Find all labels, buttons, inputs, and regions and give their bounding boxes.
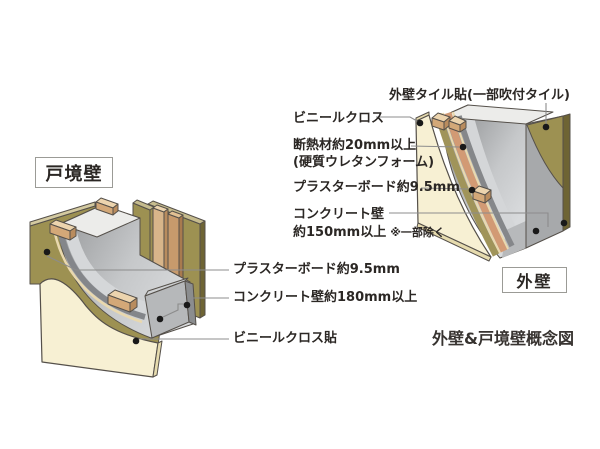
- leader-dots: [43, 119, 568, 345]
- exterior-wall-tag: 外壁: [502, 267, 567, 293]
- exterior-wood-block-middle: [472, 185, 492, 204]
- partition-wall-tag: 戸境壁: [35, 157, 113, 188]
- label-exterior-tile: 外壁タイル貼(一部吹付タイル): [389, 88, 570, 103]
- label-exterior-concrete-1: コンクリート壁: [293, 207, 385, 222]
- leader-lines: [46, 103, 549, 340]
- dot-exterior-plasterboard: [468, 186, 476, 194]
- leader-exterior-insulation: [410, 145, 460, 148]
- exterior-wall-illustration: [415, 104, 571, 262]
- dot-partition-concrete-a: [183, 301, 191, 309]
- partition-wall-tag-text: 戸境壁: [45, 163, 103, 185]
- partition-concrete-top-face: [59, 204, 141, 238]
- exterior-concrete-top-face: [440, 104, 554, 125]
- dot-partition-concrete-b: [156, 315, 164, 323]
- dot-exterior-vinyl: [416, 119, 424, 127]
- leader-partition-plasterboard: [46, 255, 229, 271]
- label-exterior-insulation-1: 断熱材約20mm以上: [293, 138, 417, 153]
- label-partition-plasterboard: プラスターボード約9.5mm: [233, 262, 400, 277]
- dot-exterior-insulation: [459, 143, 467, 151]
- leader-exterior-plasterboard: [420, 187, 469, 190]
- label-exterior-concrete-2: 約150mm以上※一部除く: [293, 224, 445, 241]
- label-exterior-concrete-note: ※一部除く: [390, 226, 445, 239]
- leader-exterior-concrete: [389, 212, 549, 227]
- label-exterior-concrete-2-text: 約150mm以上: [293, 225, 387, 240]
- dot-exterior-concrete-inner: [532, 227, 540, 235]
- leader-exterior-vinyl: [376, 116, 418, 122]
- leader-partition-concrete-a: [187, 297, 229, 305]
- partition-wood-block-middle: [107, 289, 138, 313]
- exterior-wall-tag-text: 外壁: [516, 272, 553, 291]
- partition-wood-block-left: [49, 219, 77, 241]
- diagram-caption: 外壁&戸境壁概念図: [432, 329, 574, 348]
- exterior-vinyl-panel: [415, 111, 492, 262]
- dot-exterior-concrete-outer: [560, 219, 568, 227]
- partition-vinyl-panel: [39, 278, 163, 378]
- exterior-wood-block-top: [431, 112, 467, 133]
- label-partition-vinyl: ビニールクロス貼: [233, 331, 338, 346]
- label-partition-concrete: コンクリート壁約180mm以上: [233, 290, 418, 305]
- label-exterior-vinyl: ビニールクロス: [293, 111, 385, 126]
- partition-wood-block-top: [95, 197, 119, 216]
- label-exterior-plasterboard: プラスターボード約9.5mm: [293, 180, 460, 195]
- dot-partition-plasterboard: [43, 248, 51, 256]
- dot-exterior-tile: [542, 123, 550, 131]
- leader-partition-concrete-b: [162, 303, 188, 318]
- label-exterior-insulation-2: (硬質ウレタンフォーム): [293, 155, 435, 170]
- partition-wall-illustration: [29, 197, 206, 378]
- partition-concrete-side-face: [184, 280, 197, 326]
- exterior-tile-edge: [562, 113, 571, 232]
- dot-partition-vinyl: [132, 337, 140, 345]
